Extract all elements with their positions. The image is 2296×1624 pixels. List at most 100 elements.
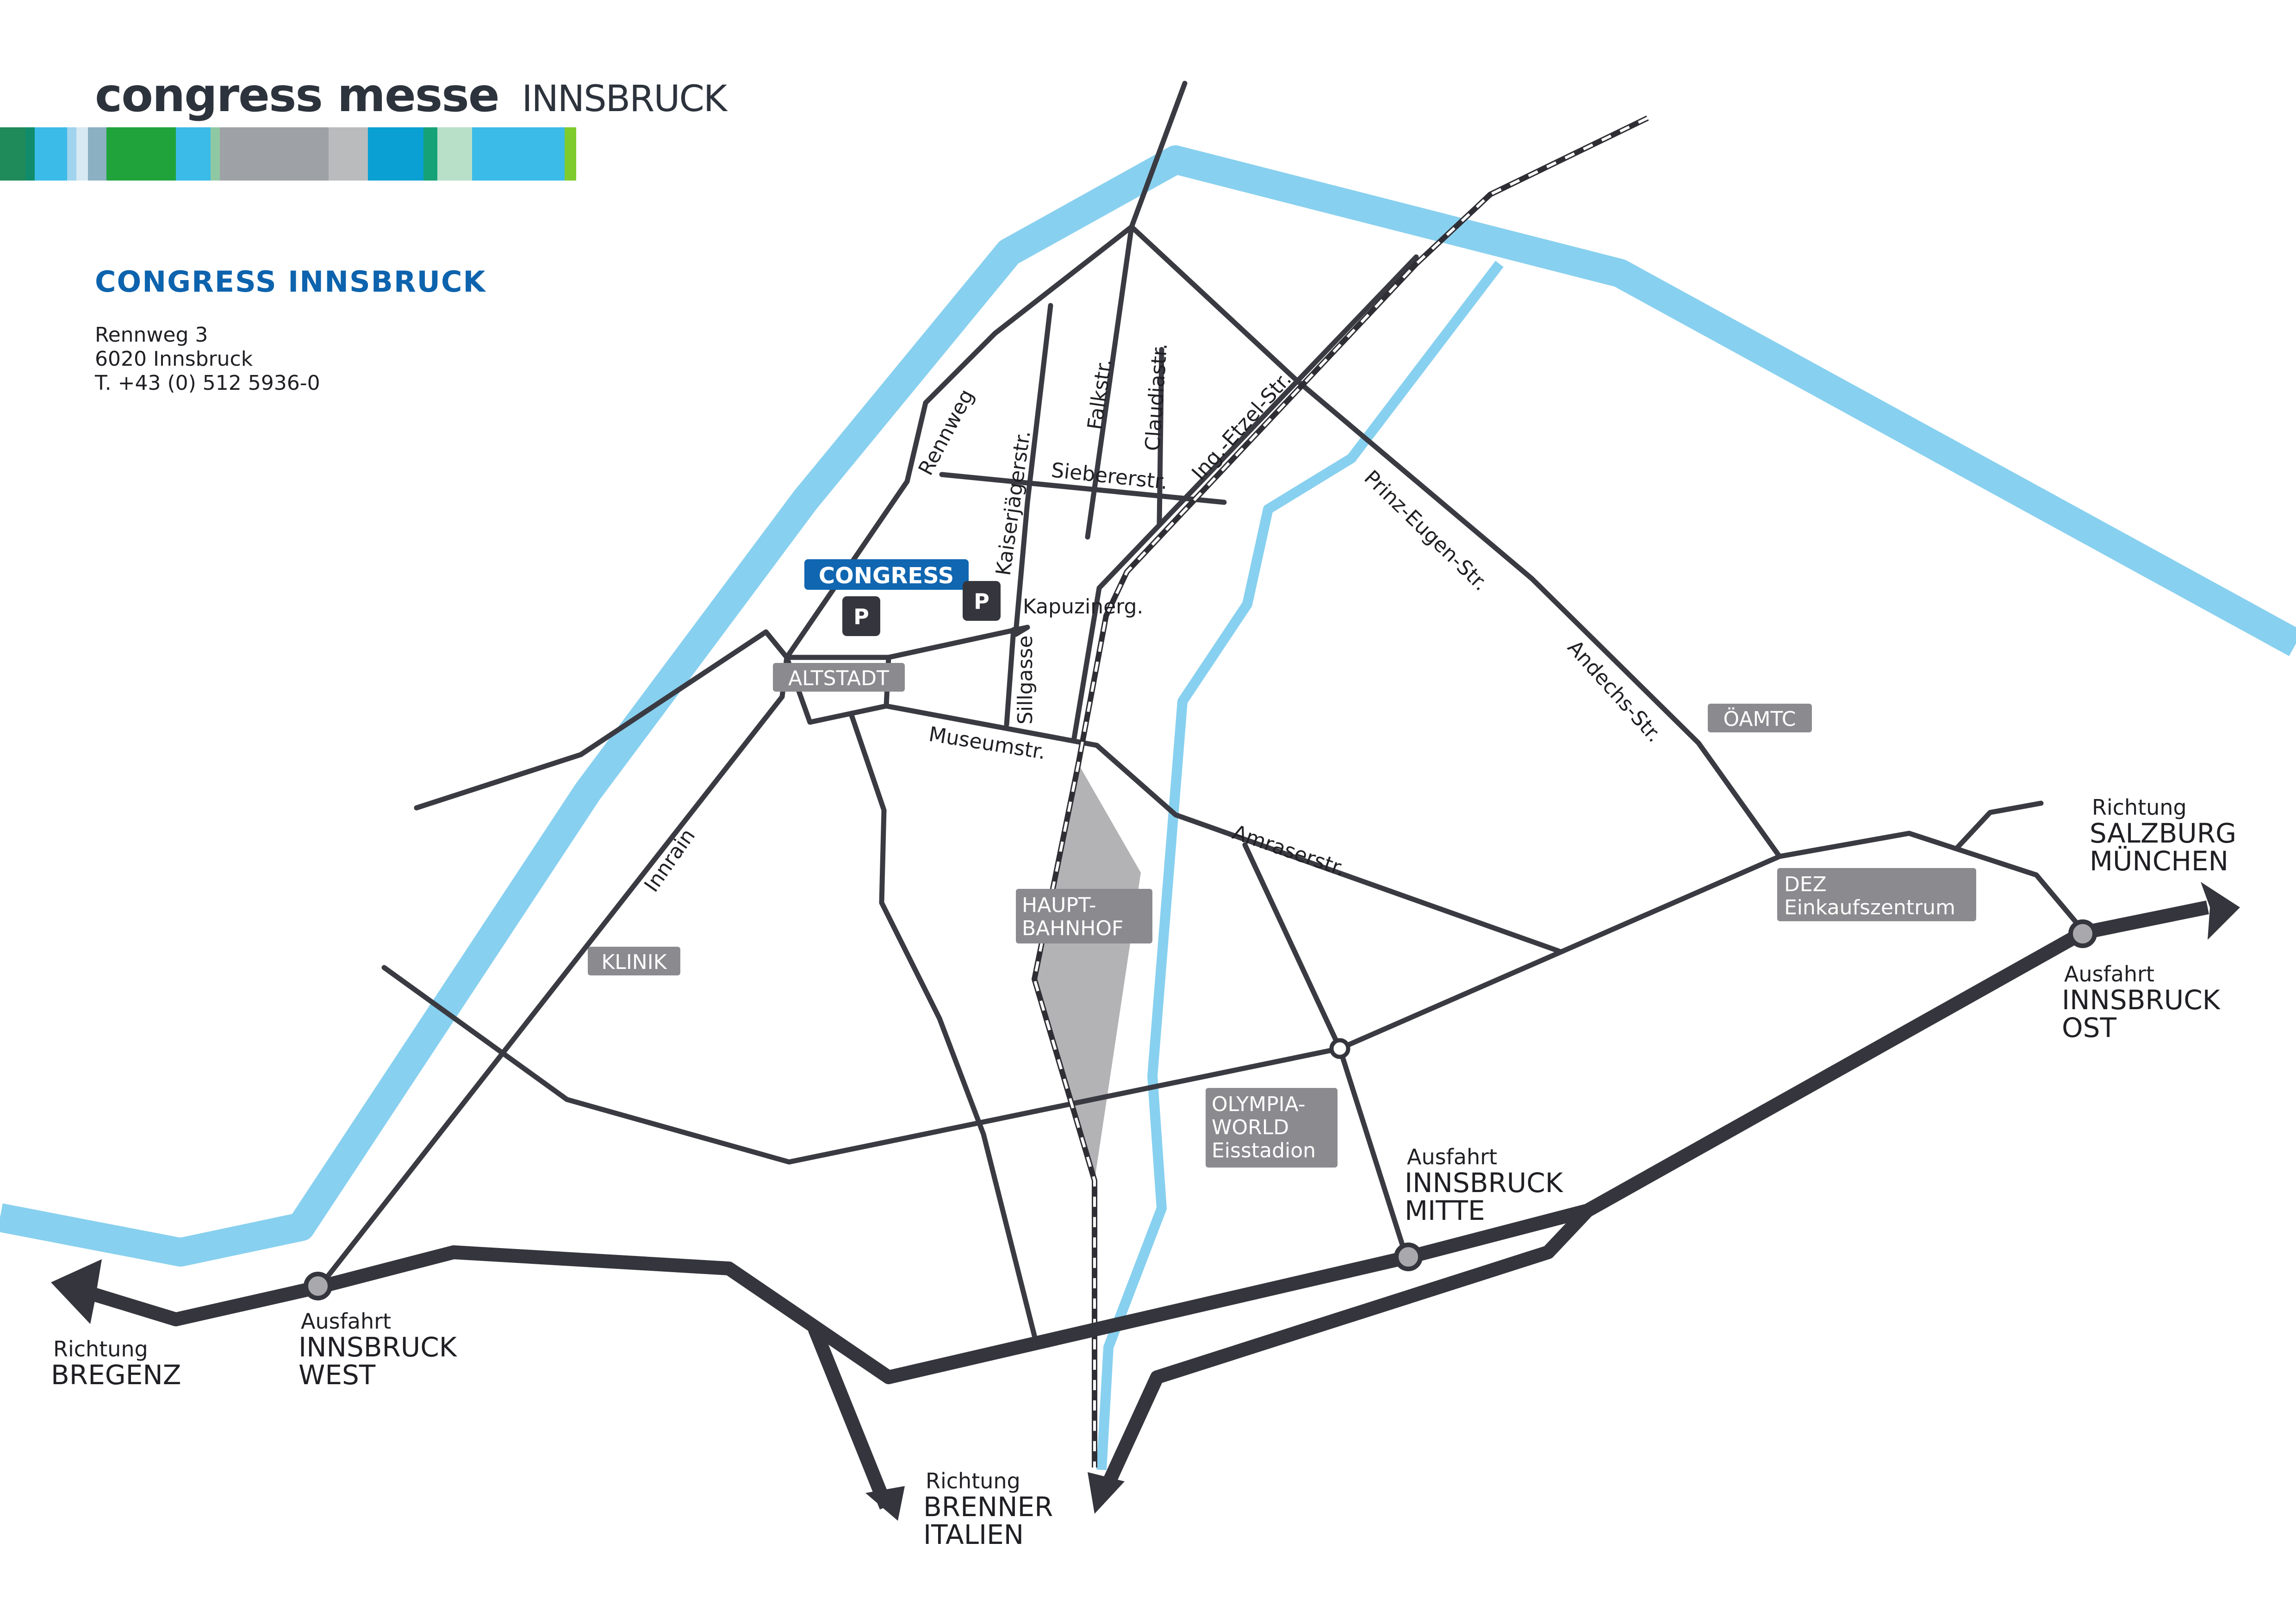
richtung-salzburg-small: Richtung	[2092, 795, 2187, 820]
street-east-spur	[1955, 800, 2044, 850]
highway-sill-branch	[1100, 1206, 1593, 1492]
ausfahrt-ost-small: Ausfahrt	[2064, 962, 2154, 987]
ausfahrt-mitte-line2: MITTE	[1405, 1195, 1485, 1226]
badge-olympia-line1: OLYMPIA-	[1212, 1093, 1306, 1116]
stripe-segment	[368, 127, 423, 181]
richtung-bregenz: BREGENZ	[51, 1359, 181, 1391]
parking-1-label: P	[853, 604, 869, 629]
highway-brenner-branch	[808, 1326, 893, 1510]
label-falkstr: Falkstr.	[1083, 357, 1116, 431]
street-east-avenue	[381, 831, 2088, 1165]
ausfahrt-mitte-small: Ausfahrt	[1407, 1144, 1497, 1169]
badge-klinik[interactable]: KLINIK	[588, 947, 680, 975]
stripe-segment	[141, 127, 176, 181]
label-sillgasse: Sillgasse	[1014, 636, 1037, 725]
venue-phone: T. +43 (0) 512 5936-0	[94, 371, 320, 395]
street-north-radial	[1129, 81, 1188, 230]
street-altstadt-loop	[784, 655, 891, 725]
venue-address-line1: Rennweg 3	[95, 323, 208, 347]
street-kapuzinerg	[886, 625, 1030, 660]
badge-hbf-line1: HAUPT-	[1022, 893, 1096, 917]
arrow-brenner	[865, 1486, 905, 1521]
highway-arrows	[51, 882, 2240, 1521]
arrow-bregenz	[51, 1259, 102, 1324]
street-innrain	[317, 629, 790, 1290]
badge-dez-line2: Einkaufszentrum	[1784, 896, 1955, 919]
place-badges: CONGRESS P P ALTSTADT KLINIK HAUPT- BAHN…	[588, 559, 1976, 1168]
stripe-segment	[565, 127, 576, 181]
ausfahrt-west-small: Ausfahrt	[301, 1309, 391, 1334]
stripe-segment	[329, 127, 368, 181]
sill-river	[1096, 261, 1504, 1470]
badge-oeamtc-label: ÖAMTC	[1724, 707, 1796, 731]
ausfahrt-ost-line1: INNSBRUCK	[2062, 984, 2221, 1016]
arrow-sill-south	[1088, 1472, 1125, 1514]
label-ing-etzel: Ing.-Etzel-Str.	[1187, 368, 1296, 485]
badge-congress[interactable]: CONGRESS	[804, 559, 969, 590]
arrow-muenchen	[2201, 882, 2240, 940]
junctions	[304, 919, 2097, 1300]
badge-hauptbahnhof[interactable]: HAUPT- BAHNHOF	[1016, 889, 1152, 943]
stripe-segment	[472, 127, 565, 181]
badge-oeamtc[interactable]: ÖAMTC	[1708, 704, 1812, 732]
stripe-segment	[220, 127, 289, 181]
street-museumstr	[884, 703, 1562, 954]
richtung-bregenz-small: Richtung	[53, 1337, 148, 1362]
inn-river	[0, 145, 2296, 1267]
brand-header: congress messe INNSBRUCK	[0, 68, 729, 181]
ausfahrt-mitte-line1: INNSBRUCK	[1405, 1167, 1564, 1199]
brand-logo-bold: congress messe	[95, 68, 499, 122]
street-labels: Rennweg Kaiserjägerstr. Falkstr. Claudia…	[640, 343, 1666, 897]
badge-olympia-line3: Eisstadion	[1212, 1139, 1316, 1162]
venue-title: CONGRESS INNSBRUCK	[95, 265, 486, 299]
richtung-salzburg-line1: SALZBURG	[2090, 818, 2236, 849]
label-rennweg: Rennweg	[914, 385, 979, 479]
highways	[90, 900, 2209, 1510]
ausfahrt-west-line2: WEST	[299, 1359, 376, 1391]
brand-logo-light: INNSBRUCK	[522, 78, 728, 120]
highway-main	[90, 900, 2209, 1384]
label-museumstr: Museumstr.	[927, 722, 1047, 764]
street-sillgasse	[1004, 627, 1016, 727]
hauptbahnhof-area	[1034, 764, 1141, 1181]
badge-olympia-line2: WORLD	[1212, 1116, 1289, 1139]
badge-dez-line1: DEZ	[1784, 873, 1827, 896]
richtung-brenner-small: Richtung	[926, 1468, 1020, 1493]
parking-2[interactable]: P	[963, 581, 1001, 621]
stripe-segment	[35, 127, 67, 181]
badge-dez[interactable]: DEZ Einkaufszentrum	[1777, 868, 1976, 921]
stripe-segment	[106, 127, 141, 181]
badge-altstadt[interactable]: ALTSTADT	[773, 663, 905, 692]
badge-klinik-label: KLINIK	[601, 950, 667, 974]
junction-amras	[1329, 1038, 1350, 1059]
richtung-brenner-line1: BRENNER	[923, 1491, 1053, 1523]
street-ing-etzel	[1071, 254, 1419, 743]
railway-dashes	[1033, 117, 1649, 1468]
junction-west	[304, 1272, 332, 1300]
ausfahrt-ost-line2: OST	[2062, 1012, 2116, 1043]
badge-olympia[interactable]: OLYMPIA- WORLD Eisstadion	[1206, 1088, 1338, 1168]
street-kaiserjaegerstr	[1013, 303, 1053, 635]
richtung-brenner-line2: ITALIEN	[923, 1519, 1024, 1550]
stripe-segment	[423, 127, 437, 181]
venue-address-line2: 6020 Innsbruck	[95, 347, 253, 371]
junction-mitte	[1394, 1243, 1423, 1271]
parking-1[interactable]: P	[842, 596, 880, 636]
badge-altstadt-label: ALTSTADT	[788, 667, 889, 690]
parking-icon	[842, 596, 880, 636]
parking-2-label: P	[974, 589, 989, 614]
brand-logo: congress messe INNSBRUCK	[95, 68, 728, 122]
railway-base	[1031, 115, 1649, 1468]
rivers	[0, 145, 2296, 1470]
venue-address: CONGRESS INNSBRUCK Rennweg 3 6020 Innsbr…	[94, 265, 486, 395]
badge-congress-label: CONGRESS	[819, 563, 954, 589]
stripe-segment	[0, 127, 25, 181]
stripe-segment	[67, 127, 76, 181]
badge-hbf-line2: BAHNHOF	[1022, 917, 1123, 940]
label-innrain: Innrain	[640, 824, 700, 896]
label-claudiastr: Claudiastr.	[1141, 343, 1172, 452]
stripe-segment	[25, 127, 35, 181]
richtung-salzburg-line2: MÜNCHEN	[2090, 845, 2228, 877]
direction-labels: Richtung BREGENZ Ausfahrt INNSBRUCK WEST…	[51, 795, 2236, 1550]
